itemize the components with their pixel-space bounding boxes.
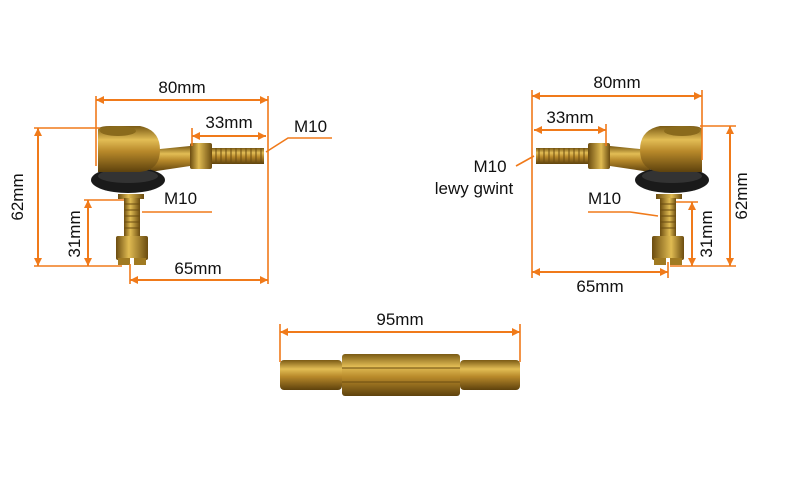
left-height-label: 62mm bbox=[8, 173, 27, 220]
right-thread-label: M10 bbox=[473, 157, 506, 176]
connecting-rod bbox=[280, 354, 520, 396]
right-tie-rod-end bbox=[536, 126, 709, 265]
rod-hex-section bbox=[342, 354, 460, 396]
left-width-label: 80mm bbox=[158, 78, 205, 97]
left-pin-thread-label: M10 bbox=[164, 189, 197, 208]
left-castle-nut bbox=[116, 236, 148, 260]
left-base-label: 65mm bbox=[174, 259, 221, 278]
left-pin-height-label: 31mm bbox=[65, 210, 84, 257]
right-base-label: 65mm bbox=[576, 277, 623, 296]
right-stud-label: 33mm bbox=[546, 108, 593, 127]
right-pin-height-label: 31mm bbox=[697, 210, 716, 257]
left-washer bbox=[118, 194, 144, 199]
rod-dimension: 95mm bbox=[279, 310, 521, 362]
left-stud-nut bbox=[190, 143, 212, 169]
left-neck bbox=[150, 146, 190, 172]
rod-left-end bbox=[280, 360, 342, 390]
left-dimensions: 80mm 33mm M10 62mm M10 31mm 65mm bbox=[8, 78, 332, 284]
right-height-label: 62mm bbox=[732, 172, 751, 219]
right-thread-note: lewy gwint bbox=[435, 179, 514, 198]
rod-length-label: 95mm bbox=[376, 310, 423, 329]
left-tie-rod-end bbox=[91, 126, 264, 265]
right-width-label: 80mm bbox=[593, 73, 640, 92]
left-thread-label: M10 bbox=[294, 117, 327, 136]
left-eye-housing bbox=[98, 126, 160, 172]
right-pin-thread-label: M10 bbox=[588, 189, 621, 208]
left-stud-threads bbox=[215, 148, 262, 164]
rod-right-end bbox=[460, 360, 520, 390]
right-dimensions: 80mm 33mm M10 lewy gwint 62mm M10 31mm 6… bbox=[435, 73, 751, 296]
left-stud-label: 33mm bbox=[205, 113, 252, 132]
left-pin bbox=[124, 198, 140, 236]
